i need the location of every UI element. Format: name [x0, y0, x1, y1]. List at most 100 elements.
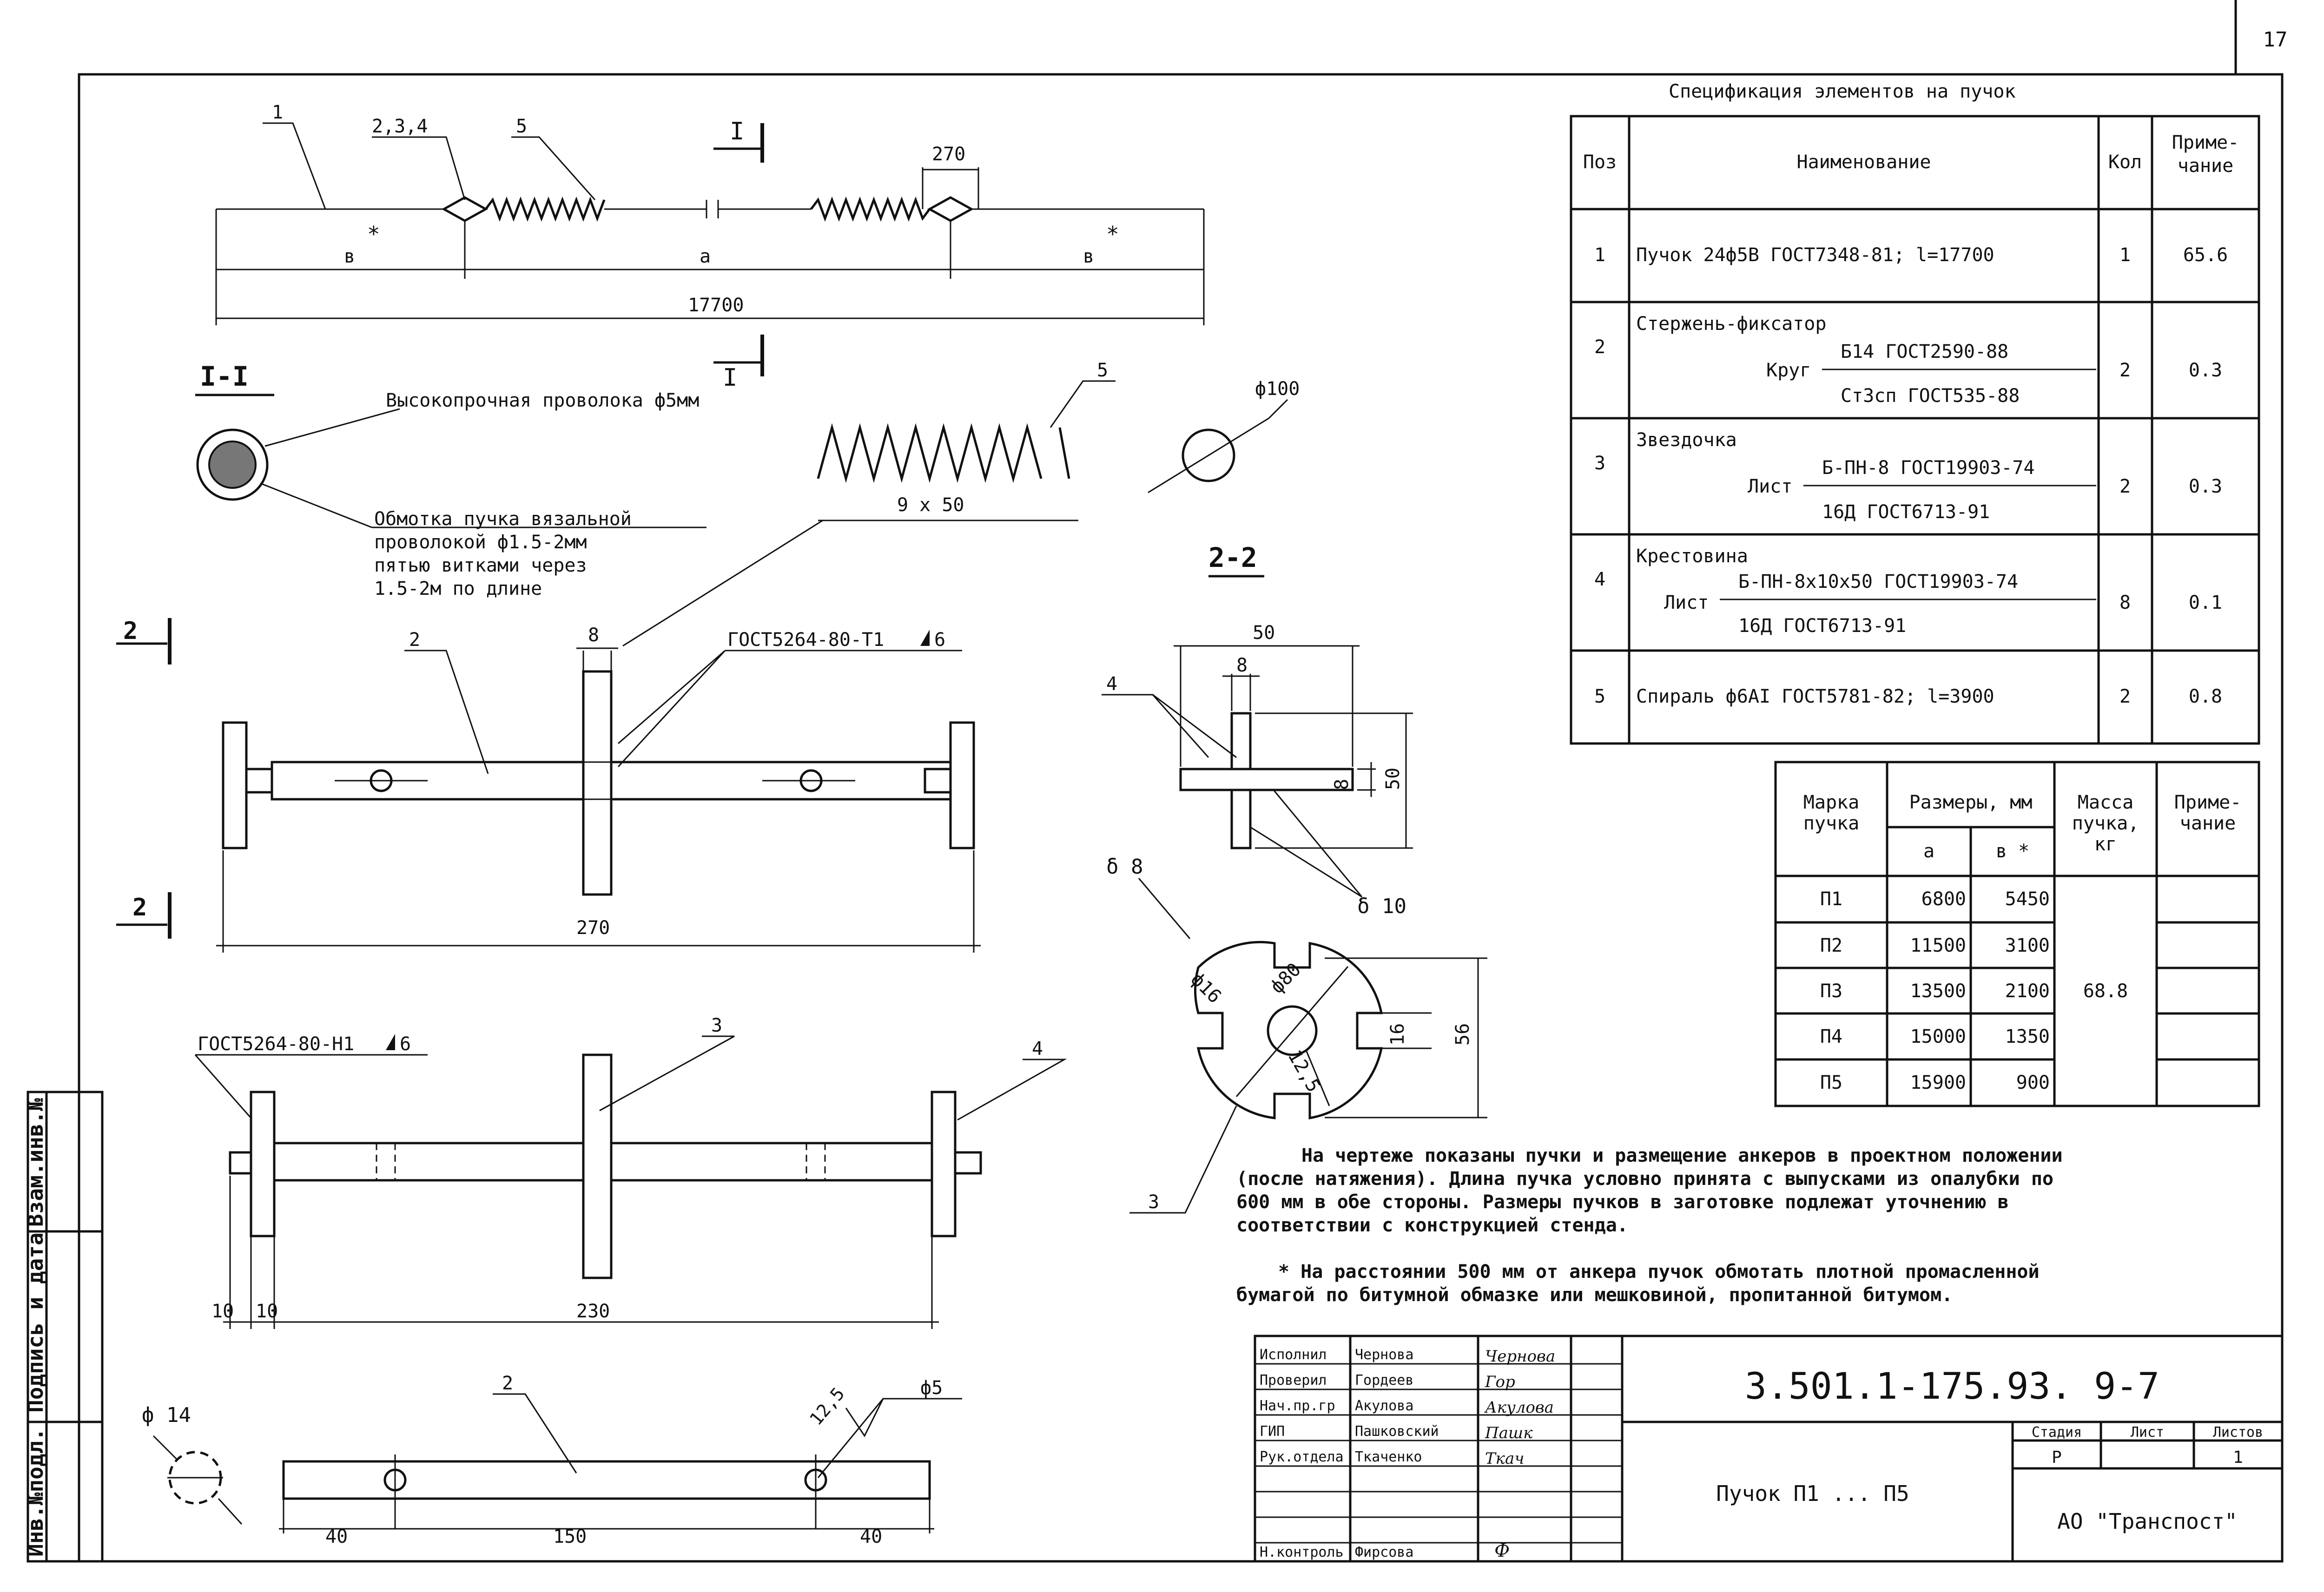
mark-row-4-a: 15000 — [1910, 1026, 1966, 1047]
spec-row-3-pos: 3 — [1594, 453, 1605, 474]
rod-dim-150: 150 — [553, 1526, 587, 1547]
fixator-dim-270: 270 — [576, 917, 610, 939]
star-d16: ф16 — [1187, 969, 1226, 1008]
tb-sheet-label: Лист — [2131, 1424, 2164, 1441]
tb-name-1: Чернова — [1355, 1347, 1413, 1363]
rod-dim-40a: 40 — [325, 1526, 348, 1547]
spec-row-4-name: Крестовина — [1636, 546, 1748, 567]
dim-total: 17700 — [688, 295, 744, 316]
mark-row-4-b: 1350 — [2005, 1026, 2050, 1047]
tb-doc-name: Пучок П1 ... П5 — [1716, 1481, 1909, 1506]
leader-5: 5 — [516, 116, 527, 137]
spec-row-3-prefix: Лист — [1748, 476, 1792, 497]
tb-name-2: Гордеев — [1355, 1372, 1413, 1388]
spec-head-note-2: чание — [2178, 155, 2233, 177]
bundle-elevation: в * а в * 17700 270 1 2,3,4 5 I I — [215, 102, 1205, 392]
spec-row-1-qty: 1 — [2119, 244, 2131, 266]
star-r: 12,5 — [1283, 1046, 1324, 1096]
asterisk-right: * — [1106, 222, 1119, 247]
view-mark-2-top: 2 — [123, 617, 138, 645]
spec-title: Спецификация элементов на пучок — [1669, 81, 2016, 102]
mark-mass-value: 68.8 — [2083, 980, 2128, 1002]
fixator-weld-size: 6 — [934, 629, 945, 651]
circle-d100-label: ф100 — [1255, 378, 1300, 400]
spec-row-2-bottom: Ст3сп ГОСТ535-88 — [1841, 385, 2020, 407]
side-stamp-replace: Взам.инв.№ — [23, 1098, 48, 1227]
spec-row-2-pos: 2 — [1594, 336, 1605, 358]
asterisk-left: * — [367, 222, 380, 247]
spec-row-5-name: Спираль ф6АI ГОСТ5781-82; l=3900 — [1636, 686, 1994, 707]
note-main-1: На чертеже показаны пучки и размещение а… — [1301, 1145, 2063, 1166]
assembly-weld-size: 6 — [400, 1033, 411, 1055]
mark-row-2-a: 11500 — [1910, 935, 1966, 956]
assembly-dim-10b: 10 — [256, 1301, 278, 1322]
spec-row-4-qty: 8 — [2119, 592, 2131, 613]
star-dim-16: 16 — [1387, 1023, 1408, 1046]
spec-row-2-top: Б14 ГОСТ2590-88 — [1841, 341, 2008, 362]
tb-name-5: Ткаченко — [1355, 1449, 1422, 1465]
dim-270-top: 270 — [932, 144, 965, 165]
spec-row-3-name: Звездочка — [1636, 429, 1737, 451]
spec-head-note-1: Приме- — [2172, 132, 2239, 153]
fixator-weld: ГОСТ5264-80-Т1 — [727, 629, 884, 651]
fixator-view: 2 2 2 8 ГОСТ5264-80-Т1 6 270 — [116, 617, 981, 953]
assembly-leader-4: 4 — [1032, 1038, 1043, 1059]
mark-row-2-b: 3100 — [2005, 935, 2050, 956]
view-22-dim-50v: 50 — [1382, 768, 1404, 790]
tb-role-4: ГИП — [1260, 1423, 1285, 1440]
spec-row-5-qty: 2 — [2119, 686, 2131, 707]
spiral-label: 5 — [1097, 360, 1108, 381]
mark-row-3-b: 2100 — [2005, 980, 2050, 1002]
spec-row-4-pos: 4 — [1594, 569, 1605, 590]
leader-234: 2,3,4 — [372, 116, 428, 137]
spec-row-2-name: Стержень-фиксатор — [1636, 313, 1826, 335]
wrap-line-4: 1.5-2м по длине — [374, 578, 542, 599]
view-2-2: 2-2 50 8 50 8 4 δ 10 — [1102, 542, 1413, 918]
spec-table: Спецификация элементов на пучок Поз Наим… — [1570, 81, 2260, 745]
section-mark-top: I — [730, 118, 744, 145]
mark-row-2-mark: П2 — [1820, 935, 1842, 956]
tb-role-1: Исполнил — [1260, 1347, 1327, 1363]
tb-sig-2: Гор — [1485, 1373, 1515, 1391]
wrap-line-3: пятью витками через — [374, 555, 587, 576]
tb-doc-code: 3.501.1-175.93. 9-7 — [1745, 1366, 2159, 1408]
view-22-leader-4: 4 — [1106, 673, 1117, 695]
rod-roughness: 12,5 — [805, 1383, 849, 1429]
spec-row-3-bottom: 16Д ГОСТ6713-91 — [1822, 501, 1990, 523]
tb-name-6: Фирсова — [1355, 1544, 1413, 1560]
mark-row-1-a: 6800 — [1921, 888, 1966, 910]
mark-head-mark-2: пучка — [1803, 813, 1859, 834]
fixator-leader-2: 2 — [409, 629, 420, 651]
assembly-leader-3: 3 — [711, 1015, 722, 1036]
sheet-frame — [78, 73, 2284, 1563]
mark-table: Марка пучка Размеры, мм а в * Масса пучк… — [1774, 761, 2260, 1107]
mark-head-b: в * — [1996, 841, 2029, 862]
view-22-dim-8v: 8 — [1331, 779, 1353, 790]
spec-row-4-prefix: Лист — [1664, 592, 1709, 613]
mark-row-1-b: 5450 — [2005, 888, 2050, 910]
mark-row-3-mark: П3 — [1820, 980, 1842, 1002]
mark-head-note-1: Приме- — [2174, 792, 2242, 813]
spec-row-4-top: Б-ПН-8х10х50 ГОСТ19903-74 — [1738, 571, 2018, 592]
note-main-3: 600 мм в обе стороны. Размеры пучков в з… — [1236, 1191, 2009, 1213]
section-i-i: I-I Высокопрочная проволока ф5мм Обмотка… — [195, 361, 706, 599]
mark-row-3-a: 13500 — [1910, 980, 1966, 1002]
tb-role-3: Нач.пр.гр — [1260, 1398, 1335, 1414]
mark-head-mass-1: Масса — [2078, 792, 2133, 813]
mark-head-a: а — [1923, 841, 1934, 862]
view-22-title: 2-2 — [1208, 542, 1257, 573]
anchor-assembly: ГОСТ5264-80-Н1 6 3 4 10 10 230 — [194, 1015, 1067, 1329]
mark-head-note-2: чание — [2180, 813, 2236, 834]
spec-head-qty: Кол — [2108, 151, 2142, 173]
rod-d5: ф5 — [920, 1377, 943, 1399]
spec-row-1-note: 65.6 — [2183, 244, 2228, 266]
tb-name-4: Пашковский — [1355, 1423, 1439, 1440]
tb-name-3: Акулова — [1355, 1398, 1413, 1414]
side-stamp-inv: Инв.№подл. — [23, 1428, 48, 1557]
tb-role-2: Проверил — [1260, 1372, 1327, 1388]
rod-dim-40b: 40 — [860, 1526, 882, 1547]
wire-label: Высокопрочная проволока ф5мм — [386, 390, 699, 411]
tb-stage: Р — [2052, 1448, 2062, 1467]
mark-head-mark-1: Марка — [1803, 792, 1859, 813]
